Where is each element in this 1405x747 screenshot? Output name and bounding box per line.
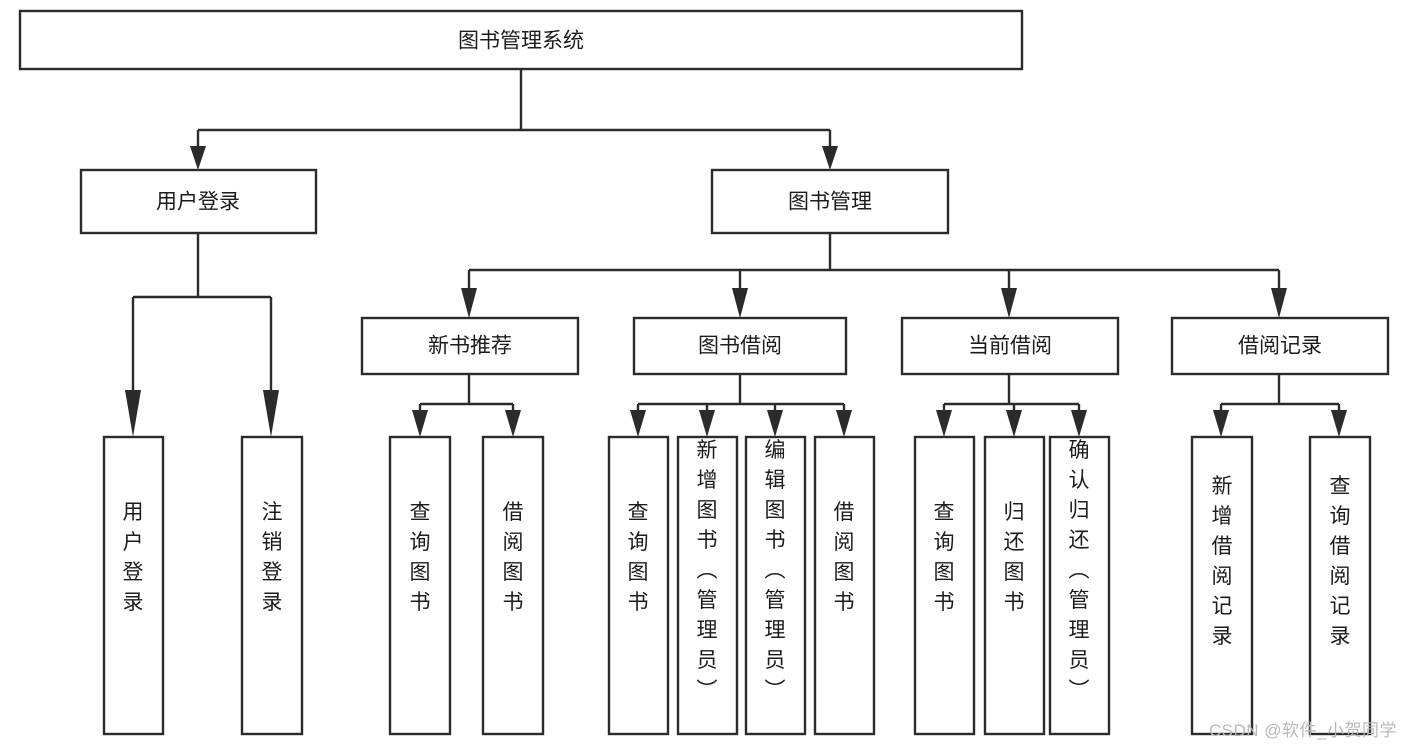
arrow-leaf-newbook-1 [412,410,428,437]
node-user-login-box[interactable] [79,168,318,235]
node-borrow-record-box[interactable] [1170,316,1390,376]
arrow-user-login [190,146,206,170]
leaf-bookborrow-query-book-box[interactable] [607,435,670,736]
node-book-manage[interactable]: 图书管理 [710,168,950,235]
leaf-borrowrecord-query-record[interactable]: 查询借阅记录 [1308,435,1372,736]
leaf-currentborrow-return-book-box[interactable] [983,435,1046,736]
leaf-newbook-borrow-book[interactable]: 借阅图书 [481,435,545,736]
node-user-login-label: 用户登录 [156,191,240,214]
leaf-borrowrecord-add-record-box[interactable] [1190,435,1254,736]
leaf-currentborrow-query-book-box[interactable] [913,435,976,736]
node-borrow-record-label: 借阅记录 [1238,335,1322,358]
leaf-currentborrow-confirm-return-box[interactable] [1048,435,1111,736]
leaf-bookborrow-borrow-book-label: 借阅图书 [834,501,855,614]
leaf-newbook-query-book-box[interactable] [388,435,452,736]
node-new-book-recommend-box[interactable] [360,316,580,376]
leaf-currentborrow-return-book[interactable]: 归还图书 [983,435,1046,736]
leaf-user-login-login[interactable]: 用户登录 [102,435,165,736]
leaf-newbook-borrow-book-box[interactable] [481,435,545,736]
leaf-bookborrow-add-book[interactable]: 新增图书︵管理员︶ [676,435,739,736]
leaf-currentborrow-query-book[interactable]: 查询图书 [913,435,976,736]
node-new-book-recommend-label: 新书推荐 [428,335,512,358]
node-book-borrow-label: 图书借阅 [698,335,782,358]
leaf-user-login-logout-label: 注销登录 [262,501,283,614]
arrow-leaf-logout [263,390,279,437]
leaf-currentborrow-confirm-return-label: 确认归还︵管理员︶ [1069,439,1090,702]
watermark-text: CSDN @软件_小贺同学 [1208,721,1397,740]
leaf-user-login-logout-box[interactable] [240,435,304,736]
leaf-bookborrow-query-book[interactable]: 查询图书 [607,435,670,736]
leaf-user-login-logout[interactable]: 注销登录 [240,435,304,736]
leaf-currentborrow-return-book-label: 归还图书 [1004,501,1025,614]
node-current-borrow-label: 当前借阅 [968,335,1052,358]
node-book-borrow-box[interactable] [632,316,848,376]
arrow-leaf-bookborrow-4 [836,410,852,437]
node-current-borrow-box[interactable] [900,316,1120,376]
leaf-borrowrecord-query-record-box[interactable] [1308,435,1372,736]
arrow-leaf-currentborrow-2 [1006,410,1022,437]
arrow-leaf-borrowrecord-1 [1213,410,1229,437]
arrow-borrow-record [1271,288,1287,318]
node-book-manage-label: 图书管理 [788,191,872,214]
node-user-login[interactable]: 用户登录 [79,168,318,235]
leaf-borrowrecord-query-record-label: 查询借阅记录 [1330,475,1351,648]
arrow-new-book-recommend [461,288,477,318]
leaf-bookborrow-edit-book[interactable]: 编辑图书︵管理员︶ [744,435,807,736]
node-borrow-record[interactable]: 借阅记录 [1170,316,1390,376]
leaf-borrowrecord-add-record-label: 新增借阅记录 [1212,475,1233,648]
arrow-leaf-newbook-2 [505,410,521,437]
node-book-borrow[interactable]: 图书借阅 [632,316,848,376]
leaf-user-login-login-label: 用户登录 [123,501,144,614]
leaf-bookborrow-add-book-label: 新增图书︵管理员︶ [697,439,718,702]
arrow-leaf-bookborrow-1 [630,410,646,437]
arrow-leaf-currentborrow-1 [936,410,952,437]
leaf-bookborrow-edit-book-box[interactable] [744,435,807,736]
leaf-newbook-query-book-label: 查询图书 [410,501,431,614]
node-root-label: 图书管理系统 [458,30,584,53]
arrow-book-borrow [732,288,748,318]
leaf-bookborrow-borrow-book-box[interactable] [813,435,876,736]
arrow-leaf-bookborrow-3 [767,410,783,437]
arrow-current-borrow [1001,288,1017,318]
leaf-borrowrecord-add-record[interactable]: 新增借阅记录 [1190,435,1254,736]
node-current-borrow[interactable]: 当前借阅 [900,316,1120,376]
arrow-leaf-user-login [125,390,141,437]
leaf-bookborrow-borrow-book[interactable]: 借阅图书 [813,435,876,736]
connector-layer [125,69,1347,437]
leaf-newbook-query-book[interactable]: 查询图书 [388,435,452,736]
arrow-leaf-currentborrow-3 [1071,410,1087,437]
leaf-bookborrow-query-book-label: 查询图书 [628,501,649,614]
node-root[interactable]: 图书管理系统 [18,9,1024,71]
node-new-book-recommend[interactable]: 新书推荐 [360,316,580,376]
leaf-newbook-borrow-book-label: 借阅图书 [503,501,524,614]
node-book-manage-box[interactable] [710,168,950,235]
leaf-bookborrow-edit-book-label: 编辑图书︵管理员︶ [765,439,786,702]
leaf-currentborrow-confirm-return[interactable]: 确认归还︵管理员︶ [1048,435,1111,736]
leaf-bookborrow-add-book-box[interactable] [676,435,739,736]
arrow-book-manage [822,146,838,170]
leaf-currentborrow-query-book-label: 查询图书 [934,501,955,614]
arrow-leaf-borrowrecord-2 [1331,410,1347,437]
node-root-box[interactable] [18,9,1024,71]
leaf-user-login-login-box[interactable] [102,435,165,736]
arrow-leaf-bookborrow-2 [699,410,715,437]
